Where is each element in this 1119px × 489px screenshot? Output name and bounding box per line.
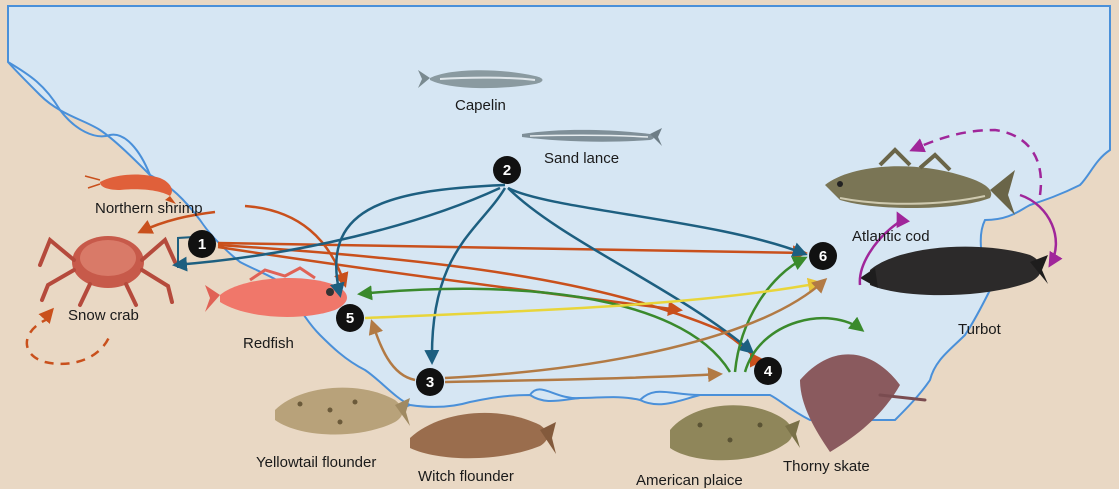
label-snow-crab: Snow crab	[68, 307, 139, 324]
marker-6: 6	[809, 242, 837, 270]
marker-5: 5	[336, 304, 364, 332]
label-yellowtail-flounder: Yellowtail flounder	[256, 454, 376, 471]
label-sand-lance: Sand lance	[544, 150, 619, 167]
svg-text:4: 4	[764, 363, 773, 380]
label-redfish: Redfish	[243, 335, 294, 352]
label-thorny-skate: Thorny skate	[783, 458, 870, 475]
marker-1: 1	[188, 230, 216, 258]
marker-4: 4	[754, 357, 782, 385]
label-capelin: Capelin	[455, 97, 506, 114]
svg-text:5: 5	[346, 310, 354, 327]
label-atlantic-cod: Atlantic cod	[852, 228, 930, 245]
svg-text:6: 6	[819, 248, 827, 265]
label-american-plaice: American plaice	[636, 472, 743, 489]
label-turbot: Turbot	[958, 321, 1002, 338]
marker-2: 2	[493, 156, 521, 184]
svg-text:1: 1	[198, 236, 206, 253]
label-witch-flounder: Witch flounder	[418, 468, 514, 485]
svg-text:2: 2	[503, 162, 511, 179]
label-northern-shrimp: Northern shrimp	[95, 200, 203, 217]
marker-3: 3	[416, 368, 444, 396]
svg-text:3: 3	[426, 374, 434, 391]
